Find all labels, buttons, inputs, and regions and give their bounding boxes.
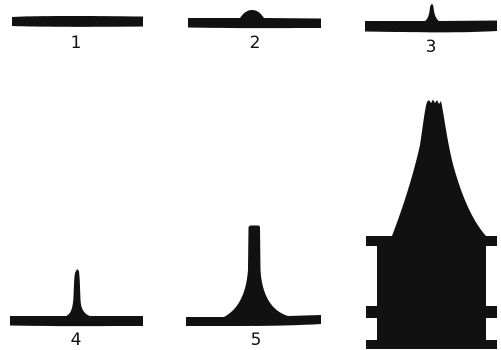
stage-4-shape [10,269,143,327]
stage-3-label: 3 [425,37,437,57]
stage-2-label: 2 [249,33,261,53]
stage-3-shape [365,4,497,33]
stage-5-label: 5 [250,330,262,350]
stage-6-label: 6 [427,328,439,348]
stage-2-shape [188,10,321,29]
stage-1-label: 1 [70,33,82,53]
stage-5-shape [186,225,321,327]
stage-1-shape [12,16,143,27]
stage-6-shape [366,99,497,349]
stage-4-label: 4 [70,330,82,350]
